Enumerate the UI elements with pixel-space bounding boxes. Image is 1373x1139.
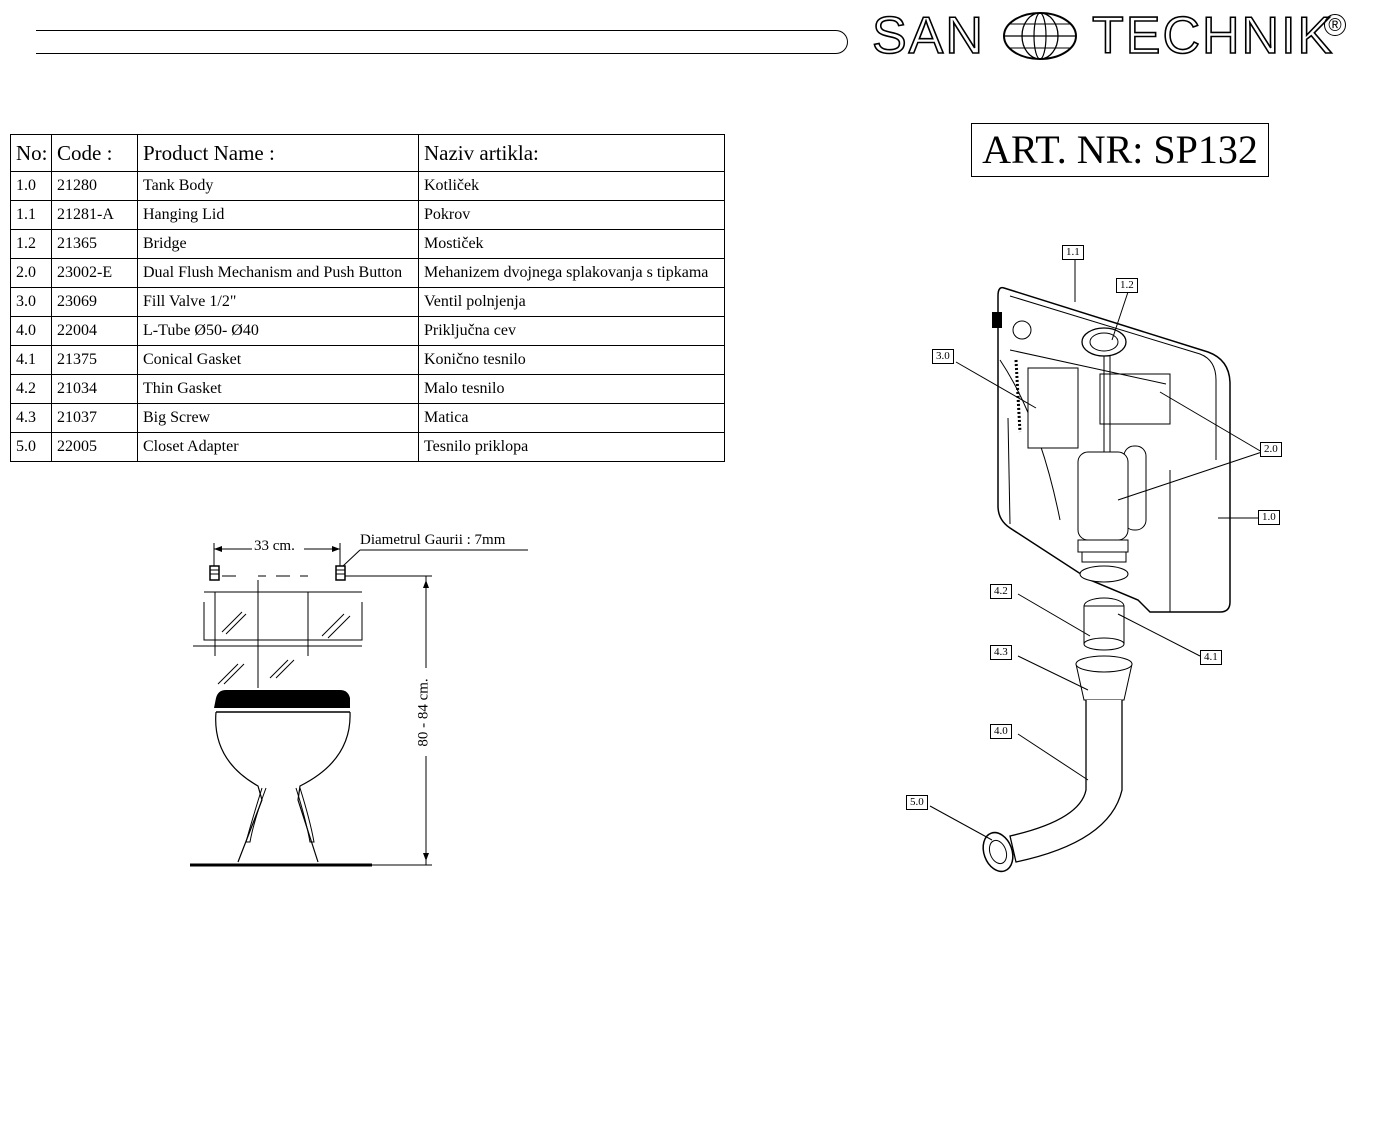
- cell-naziv: Mehanizem dvojnega splakovanja s tipkama: [418, 258, 725, 288]
- globe-icon: [1003, 12, 1077, 60]
- cell-no: 4.0: [10, 316, 52, 346]
- header-code: Code :: [51, 134, 138, 172]
- callout-4-0: 4.0: [990, 724, 1012, 739]
- registered-mark: ®: [1324, 14, 1346, 36]
- cell-code: 21037: [51, 403, 138, 433]
- cell-naziv: Malo tesnilo: [418, 374, 725, 404]
- brand-name-right: TECHNIK: [1091, 7, 1335, 65]
- cell-product-name: Conical Gasket: [137, 345, 419, 375]
- cell-product-name: Big Screw: [137, 403, 419, 433]
- callout-1-2: 1.2: [1116, 278, 1138, 293]
- cell-code: 21375: [51, 345, 138, 375]
- callout-5-0: 5.0: [906, 795, 928, 810]
- cell-no: 4.2: [10, 374, 52, 404]
- cell-naziv: Mostiček: [418, 229, 725, 259]
- header-product-name: Product Name :: [137, 134, 419, 172]
- cell-no: 4.1: [10, 345, 52, 375]
- cell-naziv: Tesnilo priklopa: [418, 432, 725, 462]
- callout-2-0: 2.0: [1260, 442, 1282, 457]
- cell-no: 1.1: [10, 200, 52, 230]
- cell-product-name: Bridge: [137, 229, 419, 259]
- cell-code: 21280: [51, 171, 138, 201]
- cell-product-name: Closet Adapter: [137, 432, 419, 462]
- cell-code: 23069: [51, 287, 138, 317]
- cell-no: 1.2: [10, 229, 52, 259]
- cell-product-name: Dual Flush Mechanism and Push Button: [137, 258, 419, 288]
- callout-4-3: 4.3: [990, 645, 1012, 660]
- cell-product-name: L-Tube Ø50- Ø40: [137, 316, 419, 346]
- callout-1-0: 1.0: [1258, 510, 1280, 525]
- brand-logo: SAN TECHNIK ®: [868, 4, 1348, 66]
- callout-4-2: 4.2: [990, 584, 1012, 599]
- parts-table: No: Code : Product Name : Naziv artikla:…: [10, 134, 725, 462]
- cell-product-name: Tank Body: [137, 171, 419, 201]
- header-rule: [36, 30, 848, 54]
- brand-name-left: SAN: [871, 7, 985, 65]
- cell-naziv: Kotliček: [418, 171, 725, 201]
- header-naziv-artikla: Naziv artikla:: [418, 134, 725, 172]
- table-header-row: No: Code : Product Name : Naziv artikla:: [10, 134, 725, 172]
- cell-product-name: Fill Valve 1/2": [137, 287, 419, 317]
- callout-1-1: 1.1: [1062, 245, 1084, 260]
- callout-3-0: 3.0: [932, 349, 954, 364]
- callout-4-1: 4.1: [1200, 650, 1222, 665]
- cell-code: 21281-A: [51, 200, 138, 230]
- cell-code: 22005: [51, 432, 138, 462]
- cell-product-name: Thin Gasket: [137, 374, 419, 404]
- width-dimension-label: 33 cm.: [254, 538, 295, 554]
- cell-no: 1.0: [10, 171, 52, 201]
- hole-diameter-label: Diametrul Gaurii : 7mm: [360, 532, 506, 548]
- cell-code: 21365: [51, 229, 138, 259]
- cell-naziv: Matica: [418, 403, 725, 433]
- article-number: ART. NR: SP132: [971, 123, 1269, 177]
- cell-code: 21034: [51, 374, 138, 404]
